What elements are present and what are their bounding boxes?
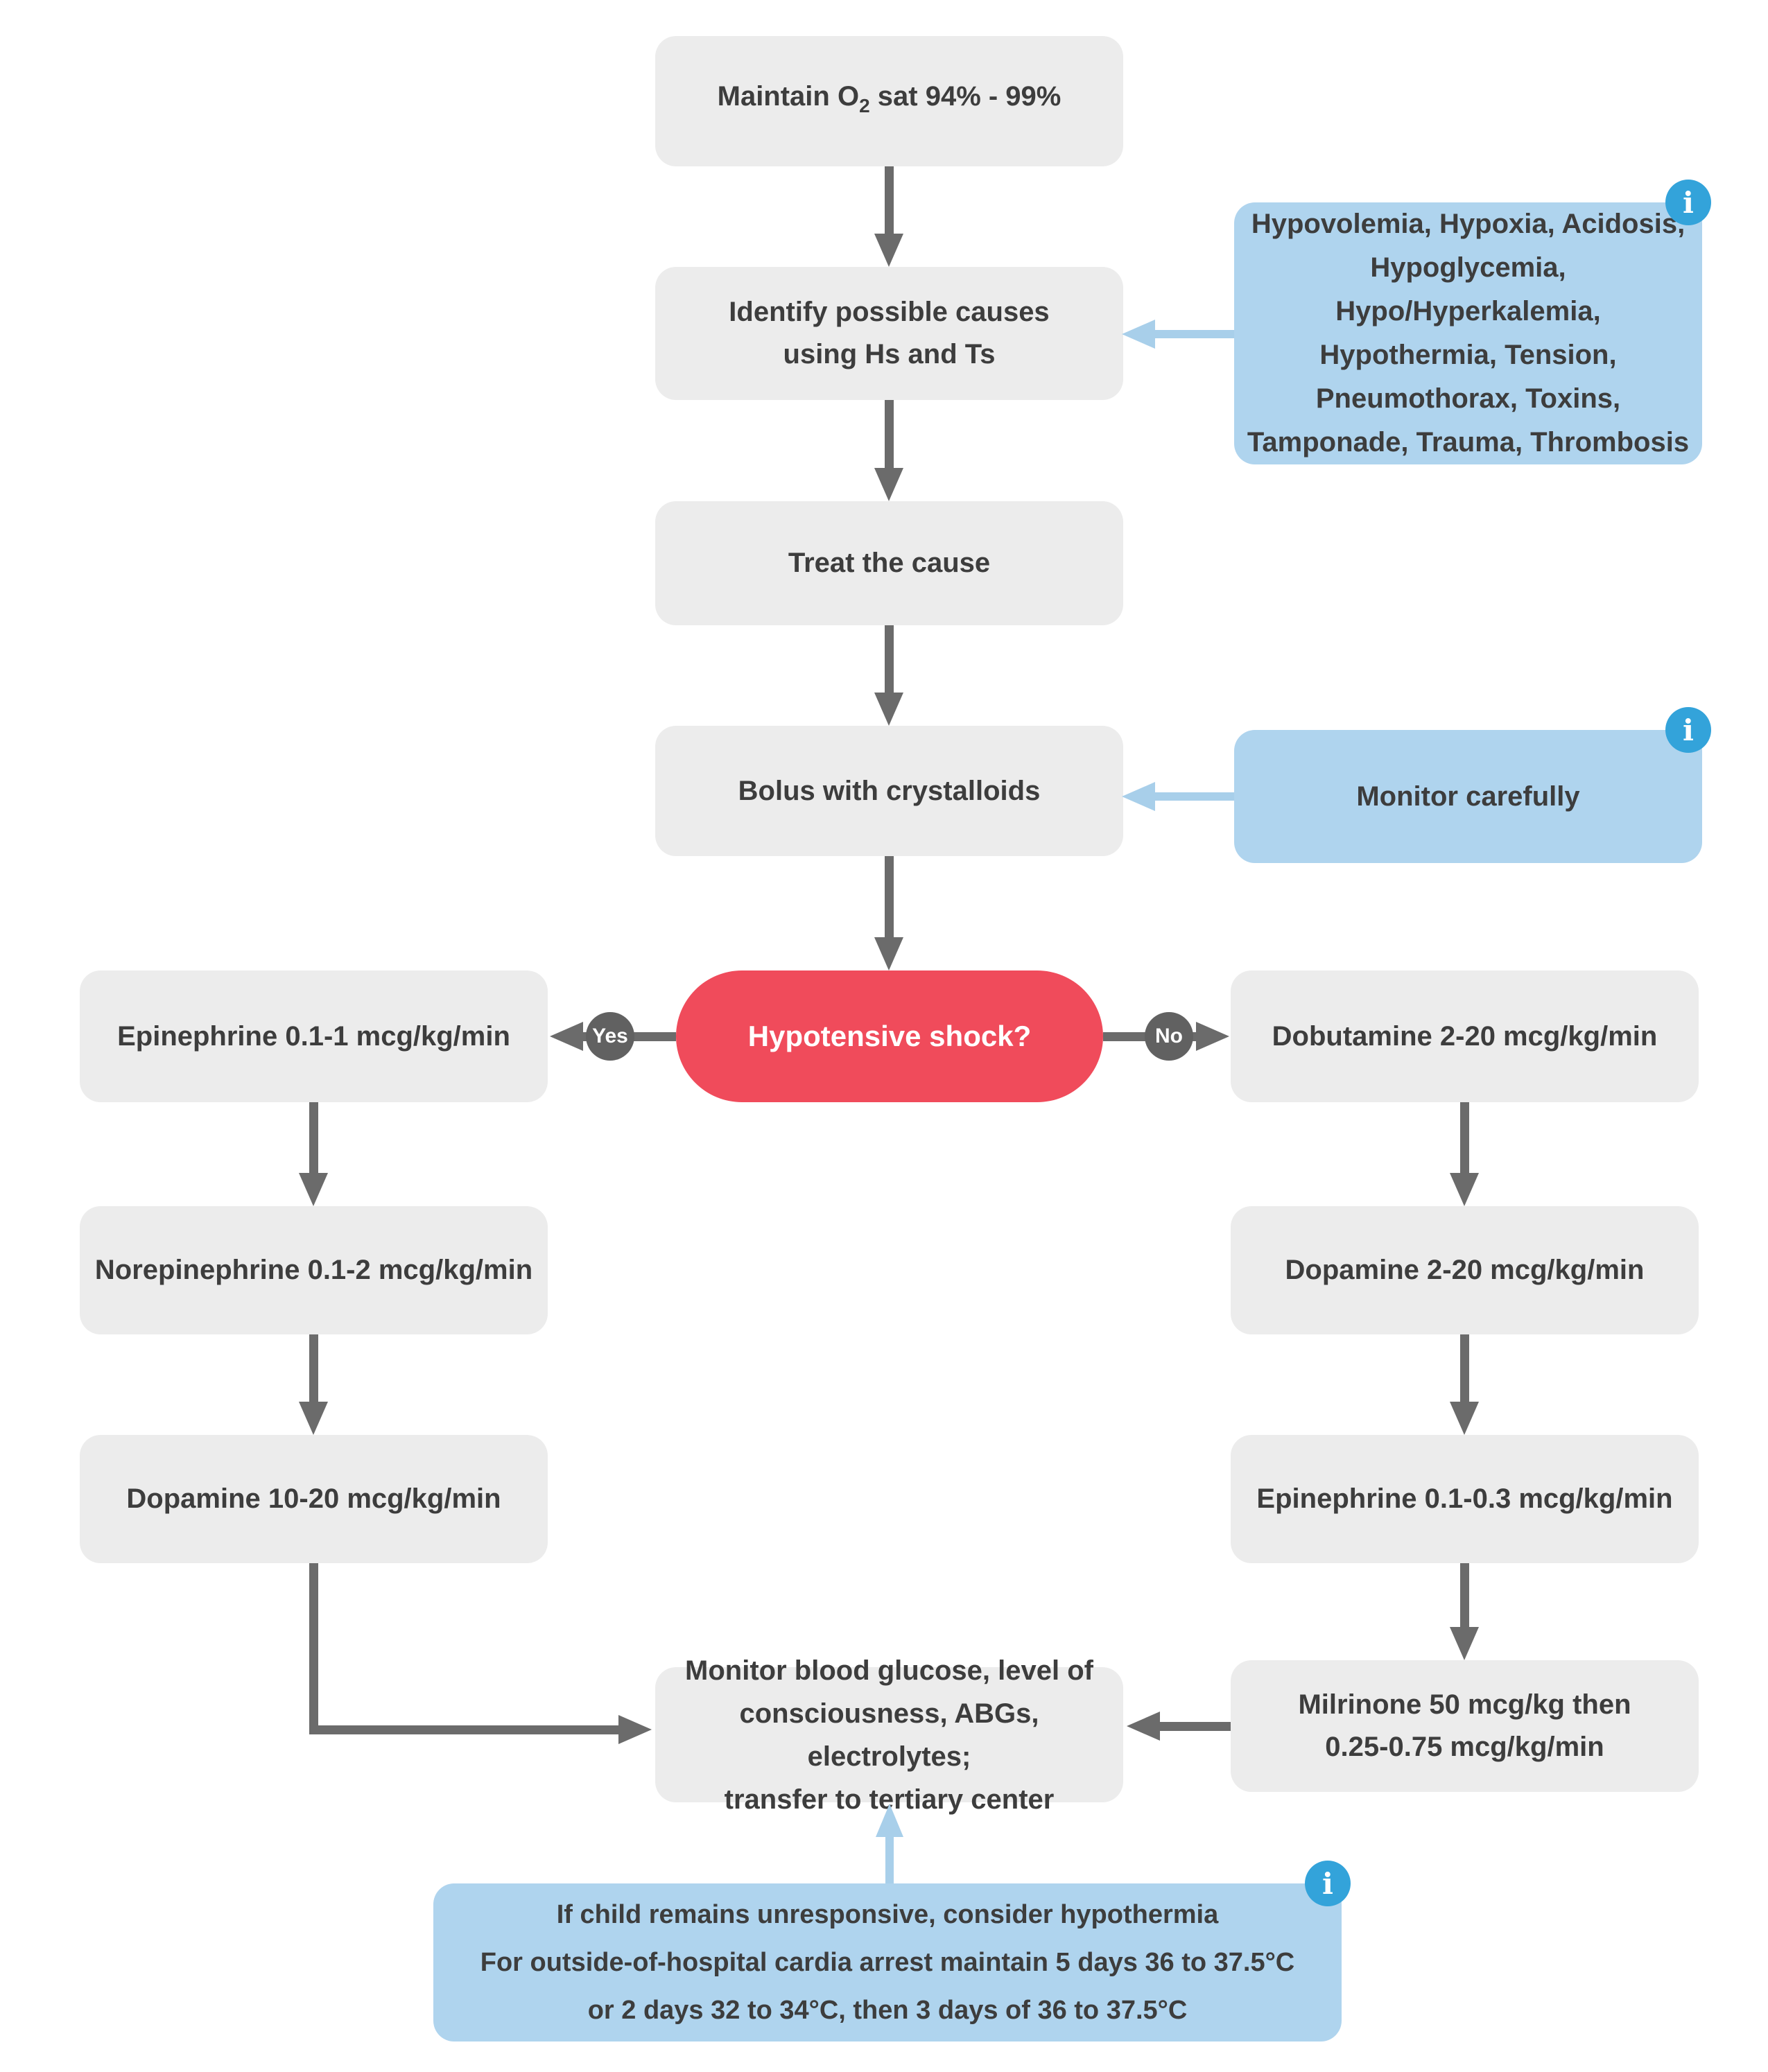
arrow-shaft <box>1460 1334 1469 1402</box>
node-treat-cause: Treat the cause <box>655 501 1123 625</box>
decision-label: Hypotensive shock? <box>747 1020 1032 1052</box>
node-identify-causes: Identify possible causes using Hs and Ts <box>655 267 1123 400</box>
node-label: Bolus with crystalloids <box>738 775 1041 806</box>
arrow-down-icon <box>1450 1402 1479 1435</box>
note-hypothermia: If child remains unresponsive, consider … <box>433 1883 1342 2041</box>
arrow-down-icon <box>874 234 903 267</box>
info-icon[interactable]: i <box>1665 180 1711 225</box>
info-icon-glyph: i <box>1683 185 1694 220</box>
info-icon[interactable]: i <box>1305 1861 1351 1906</box>
arrow-shaft <box>1460 1563 1469 1627</box>
arrow-left-icon <box>1127 1712 1160 1741</box>
note-line: Hypo/Hyperkalemia, <box>1335 296 1601 327</box>
node-label: Dopamine 2-20 mcg/kg/min <box>1285 1255 1645 1285</box>
arrow-right-icon <box>1196 1022 1229 1051</box>
node-label: Dopamine 10-20 mcg/kg/min <box>126 1483 501 1514</box>
node-epinephrine-hypotensive: Epinephrine 0.1-1 mcg/kg/min <box>80 970 548 1102</box>
arrow-shaft <box>885 166 894 236</box>
node-monitor-glucose-transfer: Monitor blood glucose, level of consciou… <box>655 1655 1123 1815</box>
note-line: For outside-of-hospital cardia arrest ma… <box>480 1947 1295 1977</box>
note-hs-and-ts: Hypovolemia, Hypoxia, Acidosis, Hypoglyc… <box>1234 202 1702 464</box>
note-line: Hypothermia, Tension, <box>1319 340 1617 370</box>
node-maintain-o2-sat: Maintain O2 sat 94% - 99% <box>655 36 1123 166</box>
arrow-down-icon <box>1450 1173 1479 1206</box>
arrow-left-icon <box>550 1022 583 1051</box>
no-label: No <box>1155 1025 1183 1047</box>
note-line: or 2 days 32 to 34°C, then 3 days of 36 … <box>587 1995 1188 2025</box>
yes-badge: Yes <box>586 1012 634 1061</box>
node-label-line: consciousness, ABGs, electrolytes; <box>739 1698 1039 1772</box>
note-monitor-carefully: Monitor carefully <box>1234 730 1702 863</box>
node-label-line: Milrinone 50 mcg/kg then <box>1298 1689 1631 1720</box>
note-arrow-shaft <box>1155 330 1234 338</box>
no-badge: No <box>1145 1012 1193 1061</box>
note-line: Hypovolemia, Hypoxia, Acidosis, <box>1251 209 1685 239</box>
note-arrow-shaft <box>1155 792 1234 801</box>
elbow-connector-horizontal <box>309 1725 618 1734</box>
node-dopamine-10-20: Dopamine 10-20 mcg/kg/min <box>80 1435 548 1563</box>
yes-label: Yes <box>592 1025 628 1047</box>
node-label: Epinephrine 0.1-1 mcg/kg/min <box>117 1020 510 1052</box>
arrow-shaft <box>885 856 894 939</box>
arrow-shaft <box>309 1334 318 1402</box>
arrow-down-icon <box>299 1173 328 1206</box>
node-label: Maintain O2 sat 94% - 99% <box>717 81 1061 116</box>
node-bolus-crystalloids: Bolus with crystalloids <box>655 726 1123 856</box>
arrow-down-icon <box>1450 1627 1479 1660</box>
info-icon-glyph: i <box>1683 713 1694 747</box>
arrow-down-icon <box>299 1402 328 1435</box>
node-dobutamine: Dobutamine 2-20 mcg/kg/min <box>1231 970 1699 1102</box>
arrow-shaft <box>309 1102 318 1173</box>
arrow-shaft <box>885 400 894 470</box>
node-label-line: 0.25-0.75 mcg/kg/min <box>1325 1732 1604 1762</box>
node-label: Norepinephrine 0.1-2 mcg/kg/min <box>94 1255 533 1285</box>
node-label-line: using Hs and Ts <box>783 339 996 369</box>
note-line: If child remains unresponsive, consider … <box>556 1899 1219 1929</box>
note-arrow-up-icon <box>876 1804 903 1837</box>
arrow-shaft <box>1160 1722 1231 1731</box>
node-milrinone: Milrinone 50 mcg/kg then 0.25-0.75 mcg/k… <box>1231 1660 1699 1792</box>
info-icon[interactable]: i <box>1665 707 1711 753</box>
arrow-down-icon <box>874 937 903 970</box>
info-icon-glyph: i <box>1322 1866 1333 1901</box>
note-line: Tamponade, Trauma, Thrombosis <box>1247 427 1690 458</box>
note-line: Hypoglycemia, <box>1370 252 1566 283</box>
node-label: Treat the cause <box>788 548 991 578</box>
node-label-line: Identify possible causes <box>729 297 1050 327</box>
note-arrow-left-icon <box>1122 320 1155 349</box>
node-hypotensive-shock-decision: Hypotensive shock? <box>676 970 1103 1102</box>
node-epinephrine-0-1-0-3: Epinephrine 0.1-0.3 mcg/kg/min <box>1231 1435 1699 1563</box>
node-label-line: Monitor blood glucose, level of <box>685 1655 1093 1686</box>
elbow-connector-vertical <box>309 1563 318 1734</box>
note-label: Monitor carefully <box>1356 781 1580 812</box>
note-arrow-left-icon <box>1122 782 1155 811</box>
arrow-right-icon <box>618 1715 652 1744</box>
node-label: Dobutamine 2-20 mcg/kg/min <box>1272 1020 1658 1052</box>
note-arrow-shaft <box>885 1834 894 1883</box>
node-norepinephrine: Norepinephrine 0.1-2 mcg/kg/min <box>80 1206 548 1334</box>
node-label: Epinephrine 0.1-0.3 mcg/kg/min <box>1256 1483 1673 1514</box>
arrow-shaft <box>1460 1102 1469 1173</box>
arrow-down-icon <box>874 693 903 726</box>
note-line: Pneumothorax, Toxins, <box>1315 383 1621 414</box>
arrow-down-icon <box>874 468 903 501</box>
node-dopamine-2-20: Dopamine 2-20 mcg/kg/min <box>1231 1206 1699 1334</box>
arrow-shaft <box>885 625 894 695</box>
